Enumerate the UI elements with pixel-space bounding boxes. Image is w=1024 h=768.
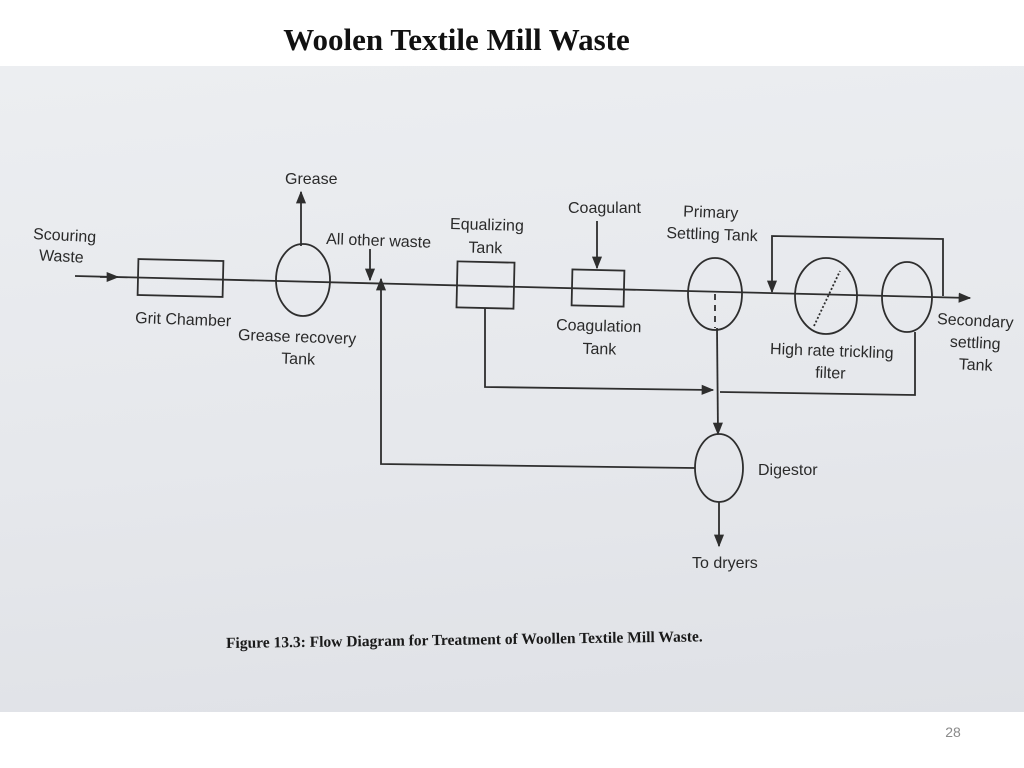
coagulation-tank-box [570,268,626,308]
label-primary-settling-tank: Primary Settling Tank [666,203,760,245]
slide-title: Woolen Textile Mill Waste [283,22,630,57]
primary-settling-tank-circle [687,257,743,331]
label-equalizing-tank: Equalizing Tank [449,216,528,258]
label-to-dryers: To dryers [692,555,758,572]
label-coagulant: Coagulant [568,200,642,217]
label-digestor: Digestor [758,462,818,479]
label-high-rate-trickling-filter: High rate trickling filter [769,341,898,384]
recirculation-loop [766,235,944,296]
flow-diagram: Scouring Waste Grit Chamber Grease Greas… [32,171,1018,652]
main-flow-line [74,275,972,303]
label-coagulation-tank: Coagulation Tank [555,317,646,359]
page-number: 28 [945,724,961,740]
sludge-line-secondary [719,332,916,396]
label-secondary-settling-tank: Secondary settling Tank [934,311,1018,376]
grit-chamber-box [136,258,225,298]
digestor-circle [694,433,744,503]
diagram-photo: Scouring Waste Grit Chamber Grease Greas… [0,66,1024,712]
label-grit-chamber: Grit Chamber [135,310,232,330]
trickling-filter-circle [794,257,858,335]
sludge-line-equalizing [484,308,715,395]
grease-recovery-tank-circle [275,243,331,317]
label-scouring-waste: Scouring Waste [32,226,102,267]
primary-to-digestor [712,327,723,436]
trickling-filter-media [813,270,841,327]
label-grease: Grease [285,171,338,188]
supernatant-return [375,277,696,469]
label-all-other-waste: All other waste [326,231,432,252]
secondary-settling-tank-circle [881,261,933,333]
figure-caption: Figure 13.3: Flow Diagram for Treatment … [226,628,703,652]
label-grease-recovery-tank: Grease recovery Tank [237,327,361,370]
